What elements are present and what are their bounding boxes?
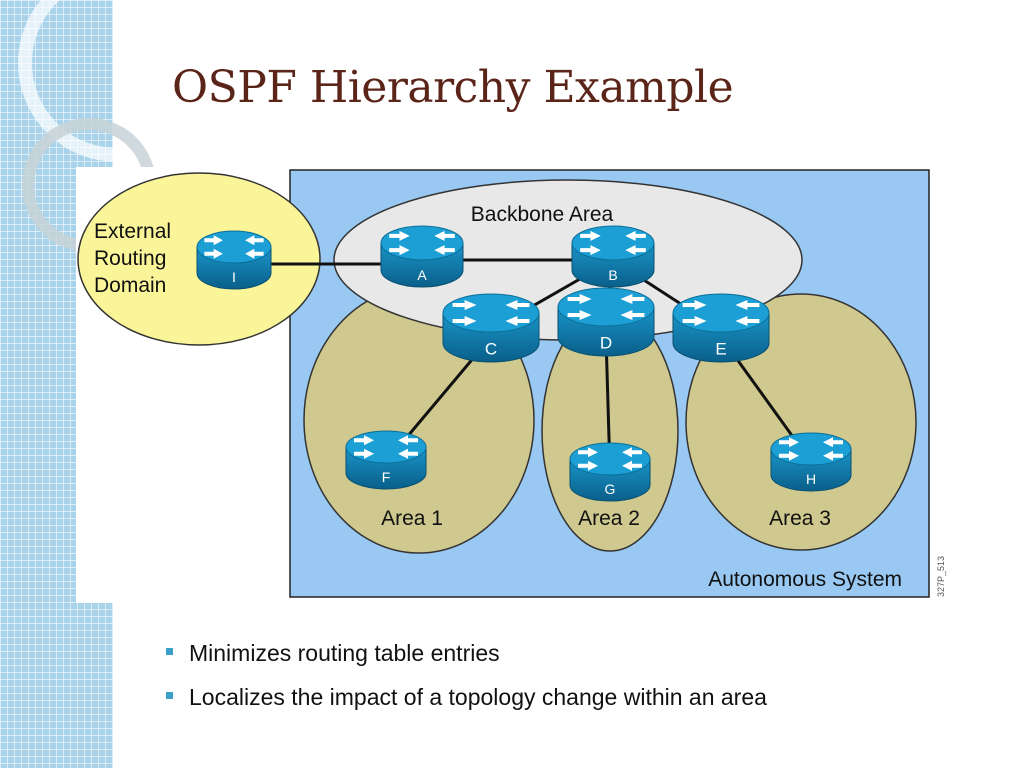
bullet-text-2: Localizes the impact of a topology chang… xyxy=(189,684,767,710)
router-icon xyxy=(452,300,530,326)
router-icon xyxy=(779,437,843,461)
area-1-label: Area 1 xyxy=(381,507,443,530)
router-label: C xyxy=(485,339,497,358)
router-icon xyxy=(682,300,760,326)
external-domain-line-2: Routing xyxy=(94,247,166,270)
router-label: H xyxy=(806,471,816,487)
router-icon xyxy=(580,230,646,256)
ospf-hierarchy-diagram: Autonomous System External Routing Domai… xyxy=(76,167,956,603)
router-G: G xyxy=(569,442,651,502)
bullet-marker-icon xyxy=(166,648,173,656)
router-icon xyxy=(578,447,642,471)
router-D: D xyxy=(557,287,655,357)
external-domain-line-3: Domain xyxy=(94,274,166,297)
router-label: F xyxy=(382,469,391,485)
bullet-item-2: Localizes the impact of a topology chang… xyxy=(166,680,767,724)
external-domain-label: External Routing Domain xyxy=(94,220,177,297)
routers: I A B C D E F G H xyxy=(196,225,852,502)
bullet-item-1: Minimizes routing table entries xyxy=(166,636,767,680)
router-label: G xyxy=(605,481,616,497)
router-A: A xyxy=(380,225,464,288)
figure-code: 327P_513 xyxy=(936,556,946,597)
bullet-list: Minimizes routing table entries Localize… xyxy=(166,636,767,724)
external-domain-line-1: External xyxy=(94,220,171,243)
router-label: D xyxy=(600,333,612,352)
router-label: A xyxy=(417,267,427,283)
autonomous-system-label: Autonomous System xyxy=(708,568,902,591)
router-label: I xyxy=(232,269,236,285)
router-label: B xyxy=(608,267,617,283)
router-icon xyxy=(389,230,455,256)
router-icon xyxy=(567,294,645,320)
router-F: F xyxy=(345,430,427,490)
router-H: H xyxy=(770,432,852,492)
router-label: E xyxy=(715,339,726,358)
router-icon xyxy=(354,435,418,459)
router-B: B xyxy=(571,225,655,288)
router-E: E xyxy=(672,293,770,363)
area-2-label: Area 2 xyxy=(578,507,640,530)
router-C: C xyxy=(442,293,540,363)
router-icon xyxy=(204,235,264,259)
bullet-text-1: Minimizes routing table entries xyxy=(189,640,500,666)
area-3-label: Area 3 xyxy=(769,507,831,530)
backbone-area-label: Backbone Area xyxy=(471,203,614,226)
bullet-marker-icon xyxy=(166,692,173,700)
slide-title: OSPF Hierarchy Example xyxy=(172,62,734,113)
router-I: I xyxy=(196,230,272,290)
